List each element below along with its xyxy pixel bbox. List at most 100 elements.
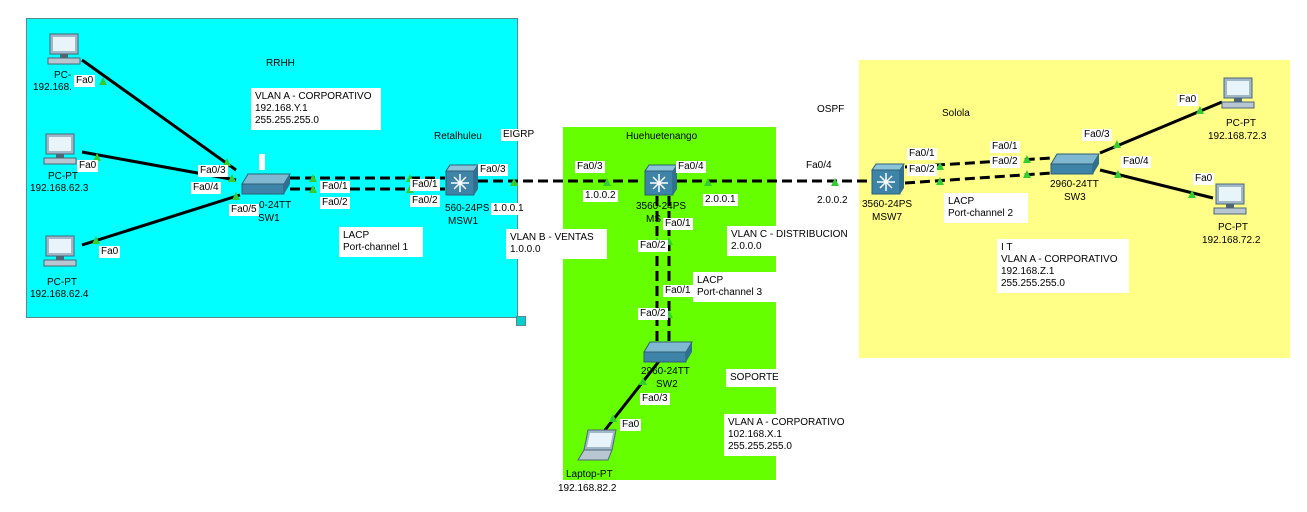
- pc3-type: PC-PT: [47, 277, 77, 288]
- pc-icon[interactable]: [40, 132, 80, 168]
- rrhh-vlan-box: VLAN A - CORPORATIVO 192.168.Y.1 255.255…: [251, 88, 381, 130]
- laptop-type: Laptop-PT: [566, 469, 613, 480]
- msw7-model: 3560-24PS: [862, 199, 913, 210]
- vlan-mask: 255.255.255.0: [728, 441, 792, 452]
- port-channel-label: Port-channel 2: [948, 208, 1014, 219]
- pc2-ip: 192.168.62.3: [30, 183, 89, 194]
- lacp-label: LACP: [948, 196, 975, 207]
- port-label: Fa0/2: [907, 164, 937, 176]
- router-label-retalhuleu: Retalhuleu: [434, 131, 482, 143]
- ip-label: 2.0.0.2: [815, 195, 850, 207]
- zone-title-soporte: SOPORTE: [730, 372, 779, 383]
- port-label: Fa0/3: [478, 164, 508, 176]
- endpoint-marker: [228, 174, 236, 182]
- switch-icon[interactable]: [1049, 152, 1101, 178]
- port-label: Fa0: [1177, 94, 1199, 106]
- vlan-b-box: VLAN B - VENTAS 1.0.0.0: [506, 229, 607, 259]
- pc1-ip: 192.168.: [33, 82, 72, 93]
- port-channel-label: Port-channel 3: [697, 287, 763, 298]
- link-pc1-sw1: [81, 58, 237, 172]
- msw7-name: MSW7: [872, 212, 902, 223]
- endpoint-marker: [1196, 106, 1204, 114]
- endpoint-marker: [93, 153, 101, 161]
- sw1-model: 0-24TT: [259, 200, 292, 211]
- port-label: Fa0/3: [640, 393, 670, 405]
- port-label: Fa0/4: [191, 182, 221, 194]
- multilayer-switch-icon[interactable]: [444, 163, 480, 197]
- endpoint-marker: [639, 377, 647, 385]
- port-label: Fa0/4: [1121, 156, 1151, 168]
- msw1-model: 560-24PS: [445, 203, 490, 214]
- link-pc3-sw1: [81, 193, 241, 247]
- pc5-type: PC-PT: [1218, 222, 1248, 233]
- pc4-type: PC-PT: [1226, 118, 1256, 129]
- vlan-name: VLAN A - CORPORATIVO: [1001, 254, 1118, 265]
- port-label: Fa0/2: [410, 195, 440, 207]
- endpoint-marker: [831, 178, 839, 186]
- sw2-name: SW2: [656, 379, 678, 390]
- sw3-model: 2960-24TT: [1050, 179, 1099, 190]
- laptop-icon[interactable]: [576, 426, 620, 466]
- endpoint-marker: [223, 158, 231, 166]
- ip-label: 1.0.0.2: [583, 190, 618, 202]
- endpoint-marker: [92, 236, 100, 244]
- port-label: Fa0/1: [907, 148, 937, 160]
- pc-icon[interactable]: [44, 32, 84, 68]
- multilayer-switch-icon[interactable]: [643, 163, 679, 197]
- mh-name: MS: [646, 214, 661, 225]
- lacp1-box: LACP Port-channel 1: [339, 227, 423, 257]
- selection-marker: [259, 154, 265, 170]
- vlan-network: 2.0.0.0: [731, 241, 762, 252]
- endpoint-marker: [1113, 140, 1121, 148]
- pc4-ip: 192.168.72.3: [1208, 131, 1267, 142]
- vlan-c-box: VLAN C - DISTRIBUCION 2.0.0.0: [727, 226, 853, 256]
- endpoint-marker: [936, 162, 944, 170]
- endpoint-marker: [1023, 170, 1031, 178]
- port-label: Fa0/3: [1082, 129, 1112, 141]
- switch-icon[interactable]: [642, 340, 694, 366]
- endpoint-marker: [603, 178, 611, 186]
- endpoint-marker: [510, 178, 518, 186]
- port-label: Fa0: [74, 75, 96, 87]
- port-label: Fa0/1: [663, 285, 693, 297]
- zone-resize-handle[interactable]: [516, 316, 526, 326]
- port-label: Fa0: [1193, 173, 1215, 185]
- endpoint-marker: [99, 77, 107, 85]
- sw2-model: 2960-24TT: [641, 366, 690, 377]
- vlan-mask: 255.255.255.0: [255, 115, 319, 126]
- laptop-ip: 192.168.82.2: [558, 483, 617, 494]
- it-vlan-box: I T VLAN A - CORPORATIVO 192.168.Z.1 255…: [997, 239, 1129, 293]
- port-label: Fa0/2: [990, 156, 1020, 168]
- zone-title-huehuetenango: Huehuetenango: [626, 131, 698, 142]
- endpoint-marker: [232, 192, 240, 200]
- endpoint-marker: [609, 414, 617, 422]
- port-label: Fa0/2: [638, 240, 668, 252]
- lacp-label: LACP: [697, 275, 724, 286]
- port-label: Fa0/1: [990, 141, 1020, 153]
- lacp3-box: LACP Port-channel 3: [693, 272, 777, 302]
- endpoint-marker: [1114, 170, 1122, 178]
- multilayer-switch-icon[interactable]: [870, 162, 906, 196]
- port-label: Fa0/4: [804, 160, 834, 172]
- vlan-name: VLAN A - CORPORATIVO: [255, 91, 372, 102]
- pc-icon[interactable]: [1218, 76, 1258, 112]
- pc2-type: PC-PT: [48, 171, 78, 182]
- endpoint-marker: [1023, 155, 1031, 163]
- zone-title-it: I T: [1001, 242, 1013, 253]
- vlan-name: VLAN B - VENTAS: [510, 232, 594, 243]
- endpoint-marker: [936, 177, 944, 185]
- port-label: Fa0/3: [198, 165, 228, 177]
- pc-icon[interactable]: [40, 234, 80, 270]
- msw1-name: MSW1: [448, 216, 478, 227]
- pc-icon[interactable]: [1210, 182, 1250, 218]
- switch-icon[interactable]: [240, 172, 292, 198]
- protocol-ospf: OSPF: [815, 104, 847, 116]
- port-label: Fa0/5: [229, 204, 259, 216]
- port-label: Fa0: [620, 419, 642, 431]
- zone-rrhh: [26, 18, 518, 318]
- vlan-gateway: 192.168.Y.1: [255, 103, 308, 114]
- zone-title-rrhh: RRHH: [266, 58, 295, 69]
- zone-title-solola: Solola: [942, 108, 970, 119]
- mh-model: 3560-24PS: [636, 201, 687, 212]
- sw3-name: SW3: [1064, 192, 1086, 203]
